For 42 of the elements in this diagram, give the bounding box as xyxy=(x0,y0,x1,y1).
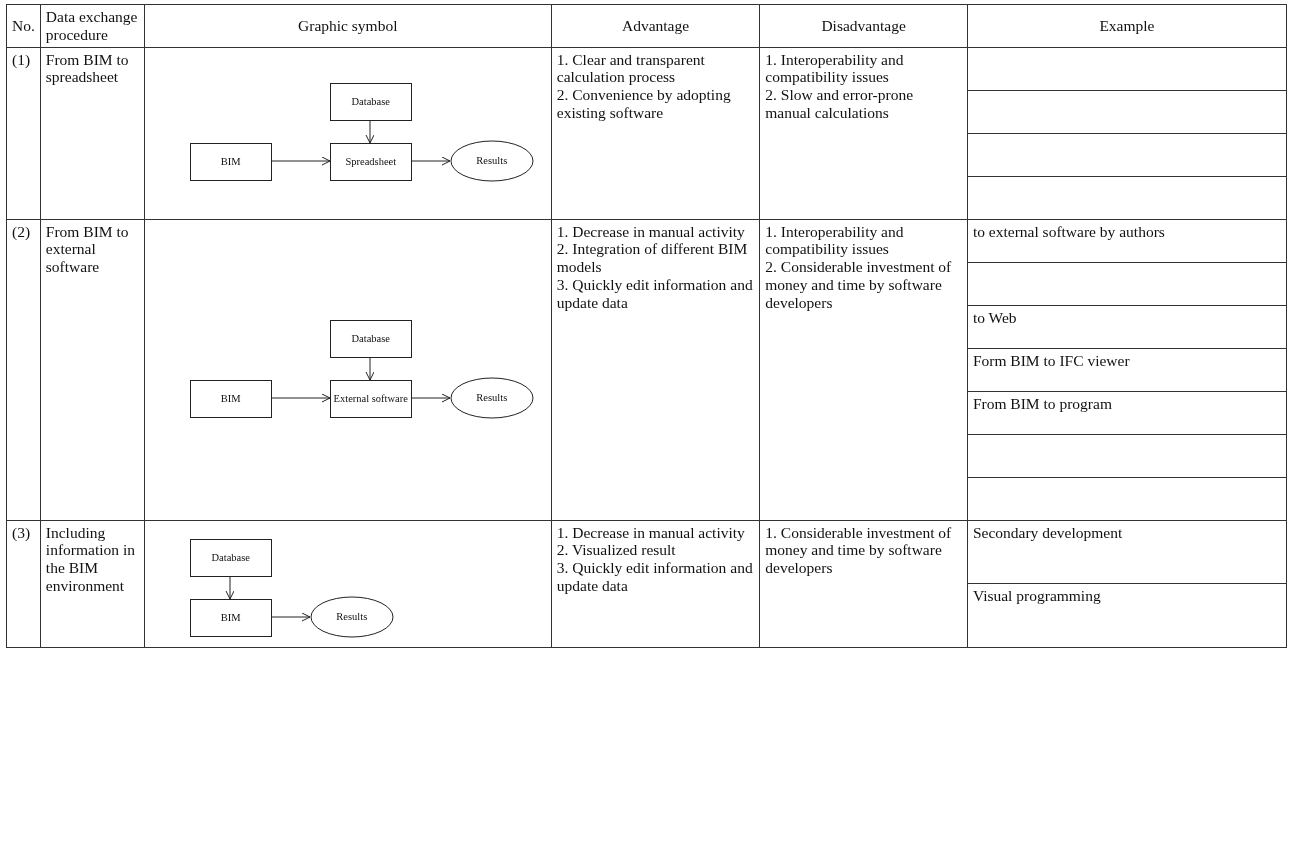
advantage-text: 2. Integration of different BIM models xyxy=(556,240,749,277)
example-text: to external software by authors xyxy=(972,222,1166,241)
disadvantage-text: 1. Considerable investment of money and time by software developers xyxy=(765,523,953,578)
process-box: BIM xyxy=(189,143,272,182)
procedure-text: From BIM to spreadsheet xyxy=(45,50,130,87)
row-number: (1) xyxy=(12,50,32,69)
advantage-text: 1. Clear and transparent calculation process xyxy=(556,50,706,87)
result-ellipse: Results xyxy=(309,595,394,638)
column-header: Graphic symbol xyxy=(297,16,399,35)
process-box: BIM xyxy=(189,598,272,637)
process-box: External software xyxy=(329,379,412,418)
process-box: Spreadsheet xyxy=(329,143,412,182)
advantage-text: 1. Decrease in manual activity xyxy=(556,222,746,241)
example-text: to Web xyxy=(972,308,1018,327)
result-ellipse: Results xyxy=(449,140,534,183)
process-box: Database xyxy=(189,538,272,577)
column-header: Example xyxy=(1098,16,1156,35)
row-number: (2) xyxy=(12,222,32,241)
process-box: BIM xyxy=(189,379,272,418)
example-text: Form BIM to IFC viewer xyxy=(972,351,1131,370)
disadvantage-text: 2. Considerable investment of money and time by software developers xyxy=(765,258,953,312)
advantage-text: 2. Convenience by adopting existing software xyxy=(556,86,732,122)
column-header: Advantage xyxy=(620,16,691,35)
column-header: Data exchange procedure xyxy=(45,8,139,44)
advantage-text: 3. Quickly edit information and update data xyxy=(556,276,754,312)
process-box: Database xyxy=(329,83,412,122)
advantage-text: 2. Visualized result xyxy=(556,541,677,560)
example-text: Secondary development xyxy=(972,523,1124,542)
disadvantage-text: 2. Slow and error-prone manual calculations xyxy=(765,86,915,122)
process-box: Database xyxy=(329,319,412,358)
advantage-text: 3. Quickly edit information and update data xyxy=(556,559,754,595)
procedure-text: Including information in the BIM environment xyxy=(45,523,136,595)
row-number: (3) xyxy=(12,523,32,542)
column-header: Disadvantage xyxy=(820,16,907,35)
column-header: No. xyxy=(12,16,35,35)
example-text: Visual programming xyxy=(972,587,1102,605)
advantage-text: 1. Decrease in manual activity xyxy=(556,523,746,542)
disadvantage-text: 1. Interoperability and compatibility issues xyxy=(765,222,905,259)
example-text: From BIM to program xyxy=(972,394,1113,413)
procedure-text: From BIM to external software xyxy=(45,222,130,277)
result-ellipse: Results xyxy=(449,376,534,419)
disadvantage-text: 1. Interoperability and compatibility issues xyxy=(765,50,905,87)
